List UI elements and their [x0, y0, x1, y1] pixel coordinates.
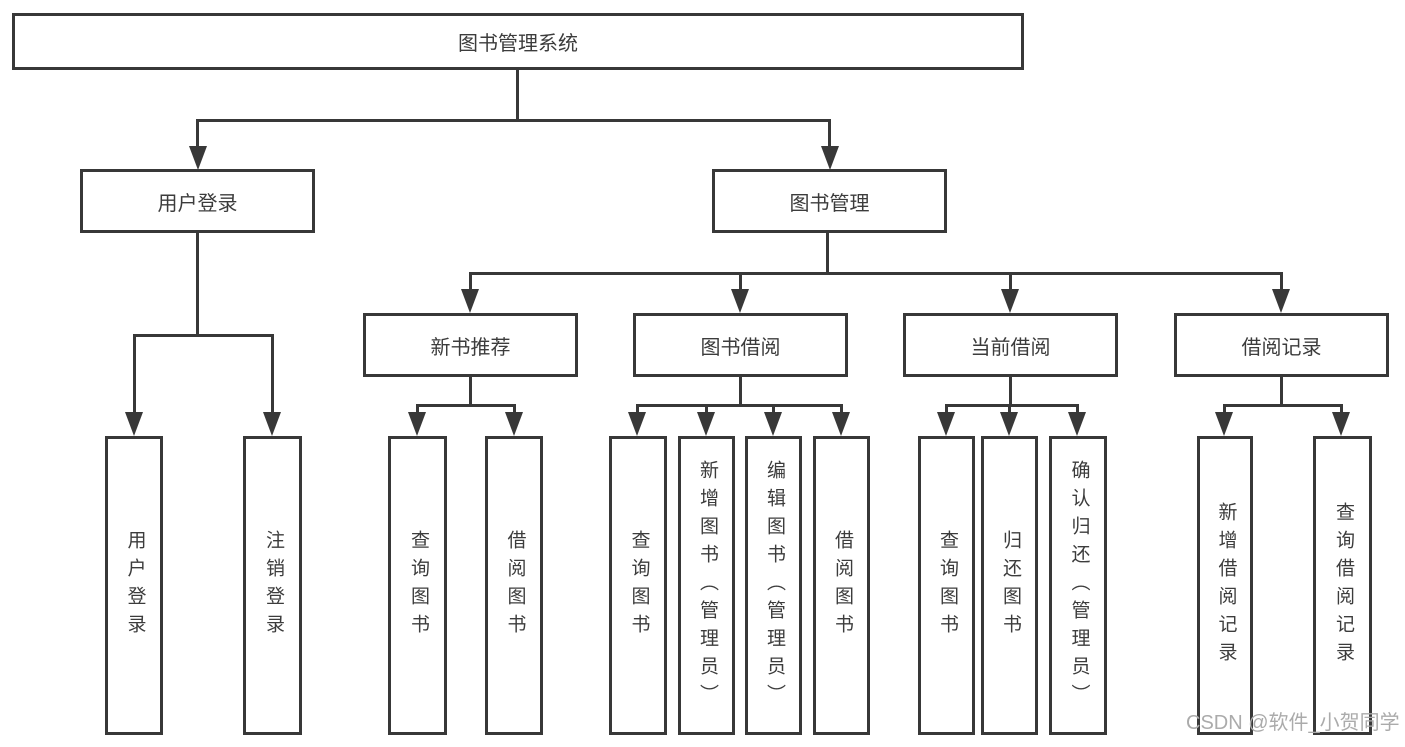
node-root-library-system: 图书管理系统 — [12, 13, 1024, 70]
connector-line — [739, 272, 742, 293]
leaf-label: 确认归还（管理员） — [1068, 459, 1090, 712]
leaf-add-borrow-record: 新增借阅记录 — [1197, 436, 1253, 735]
leaf-user-login: 用户登录 — [105, 436, 163, 735]
connector-arrowhead — [505, 412, 523, 436]
leaf-label: 用户登录 — [124, 529, 146, 642]
leaf-query-books-current: 查询图书 — [918, 436, 975, 735]
leaf-query-books-borrow: 查询图书 — [609, 436, 667, 735]
connector-arrowhead — [937, 412, 955, 436]
connector-line — [636, 404, 843, 407]
leaf-label: 借阅图书 — [831, 529, 853, 642]
node-borrow-records: 借阅记录 — [1174, 313, 1389, 377]
node-label: 借阅记录 — [1241, 336, 1322, 359]
connector-arrowhead — [1215, 412, 1233, 436]
leaf-logout: 注销登录 — [243, 436, 302, 735]
node-label: 图书管理 — [789, 192, 870, 215]
leaf-query-books-recommend: 查询图书 — [388, 436, 447, 735]
connector-arrowhead — [1068, 412, 1086, 436]
watermark: CSDN @软件_小贺同学 — [1186, 712, 1400, 734]
leaf-borrow-books-recommend: 借阅图书 — [485, 436, 543, 735]
node-book-borrow: 图书借阅 — [633, 313, 848, 377]
connector-line — [196, 119, 831, 122]
connector-arrowhead — [1001, 289, 1019, 313]
node-label: 新书推荐 — [430, 336, 511, 359]
connector-line — [469, 272, 472, 293]
connector-arrowhead — [461, 289, 479, 313]
connector-line — [1223, 404, 1226, 416]
connector-arrowhead — [1332, 412, 1350, 436]
connector-line — [1280, 376, 1283, 407]
leaf-label: 编辑图书（管理员） — [763, 459, 785, 712]
connector-arrowhead — [189, 146, 207, 170]
connector-line — [1008, 404, 1011, 416]
connector-line — [469, 272, 1283, 275]
connector-line — [828, 119, 831, 150]
connector-line — [772, 404, 775, 416]
connector-arrowhead — [821, 146, 839, 170]
connector-arrowhead — [628, 412, 646, 436]
connector-line — [469, 376, 472, 407]
connector-line — [945, 404, 1079, 407]
leaf-return-books: 归还图书 — [981, 436, 1038, 735]
connector-arrowhead — [697, 412, 715, 436]
connector-line — [133, 334, 274, 337]
connector-line — [1076, 404, 1079, 416]
node-user-login: 用户登录 — [80, 169, 315, 233]
leaf-edit-books-admin: 编辑图书（管理员） — [745, 436, 802, 735]
connector-line — [1280, 272, 1283, 293]
leaf-label: 查询图书 — [936, 529, 958, 642]
leaf-label: 注销登录 — [262, 529, 284, 642]
connector-line — [705, 404, 708, 416]
node-label: 当前借阅 — [970, 336, 1051, 359]
connector-line — [513, 404, 516, 416]
connector-arrowhead — [731, 289, 749, 313]
connector-arrowhead — [764, 412, 782, 436]
node-new-book-recommend: 新书推荐 — [363, 313, 578, 377]
connector-line — [196, 119, 199, 150]
connector-line — [196, 232, 199, 337]
connector-line — [516, 69, 519, 122]
leaf-label: 新增借阅记录 — [1215, 501, 1237, 670]
connector-arrowhead — [1000, 412, 1018, 436]
leaf-label: 归还图书 — [999, 529, 1021, 642]
connector-line — [133, 334, 136, 416]
node-label: 图书管理系统 — [458, 33, 578, 55]
connector-line — [1009, 376, 1012, 407]
connector-line — [416, 404, 419, 416]
node-label: 用户登录 — [157, 192, 238, 215]
leaf-add-books-admin: 新增图书（管理员） — [678, 436, 735, 735]
node-current-borrow: 当前借阅 — [903, 313, 1118, 377]
node-label: 图书借阅 — [700, 336, 781, 359]
node-book-management: 图书管理 — [712, 169, 947, 233]
leaf-confirm-return-admin: 确认归还（管理员） — [1049, 436, 1107, 735]
leaf-label: 借阅图书 — [504, 529, 526, 642]
leaf-borrow-books: 借阅图书 — [813, 436, 870, 735]
connector-line — [739, 376, 742, 407]
connector-line — [840, 404, 843, 416]
connector-line — [416, 404, 516, 407]
leaf-label: 查询图书 — [628, 529, 650, 642]
leaf-label: 新增图书（管理员） — [696, 459, 718, 712]
connector-arrowhead — [1272, 289, 1290, 313]
connector-line — [1223, 404, 1343, 407]
connector-line — [271, 334, 274, 416]
connector-arrowhead — [125, 412, 143, 436]
connector-line — [945, 404, 948, 416]
leaf-label: 查询借阅记录 — [1332, 501, 1354, 670]
connector-line — [1009, 272, 1012, 293]
connector-arrowhead — [408, 412, 426, 436]
connector-arrowhead — [263, 412, 281, 436]
connector-line — [1340, 404, 1343, 416]
leaf-query-borrow-record: 查询借阅记录 — [1313, 436, 1372, 735]
connector-line — [826, 232, 829, 274]
leaf-label: 查询图书 — [407, 529, 429, 642]
connector-line — [636, 404, 639, 416]
connector-arrowhead — [832, 412, 850, 436]
